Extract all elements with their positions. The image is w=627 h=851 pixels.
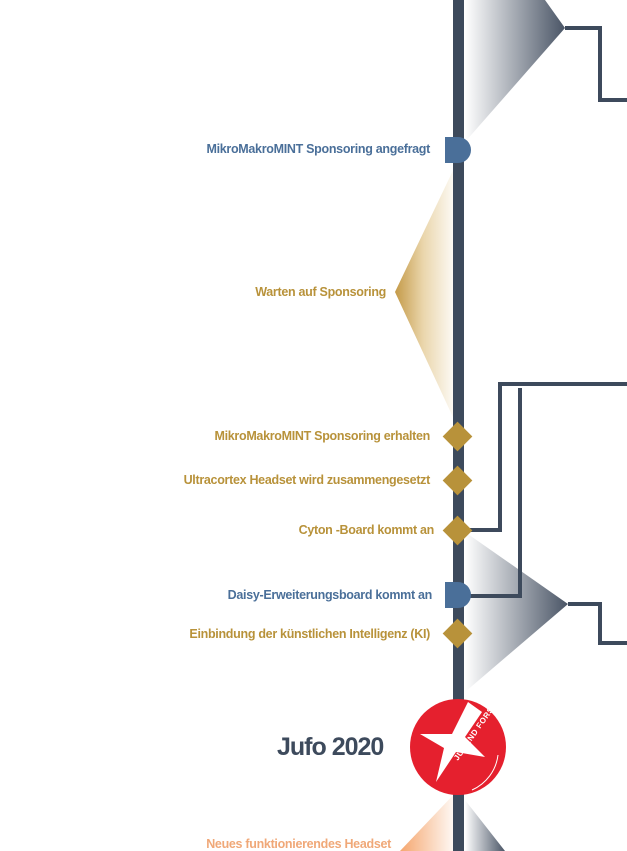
- connector-middle: [568, 602, 627, 645]
- marker-half-circle-daisy: [445, 582, 471, 608]
- grey-span-middle: [465, 532, 568, 692]
- connector-daisy: [470, 388, 522, 598]
- label-ultracortex: Ultracortex Headset wird zusammengesetzt: [183, 473, 431, 487]
- label-waiting-sponsoring: Warten auf Sponsoring: [255, 285, 386, 299]
- label-sponsoring-received: MikroMakroMINT Sponsoring erhalten: [214, 429, 430, 443]
- label-ki: Einbindung der künstlichen Intelligenz (…: [189, 627, 430, 641]
- connector-cyton: [470, 382, 627, 532]
- marker-diamond-ki: [442, 618, 473, 649]
- grey-span-top: [465, 0, 565, 142]
- grey-span-bottom: [465, 800, 505, 851]
- label-cyton: Cyton -Board kommt an: [298, 523, 435, 537]
- event-title: Jufo 2020: [277, 733, 384, 761]
- jugend-forscht-star-logo: [410, 699, 506, 795]
- label-daisy: Daisy-Erweiterungsboard kommt an: [227, 588, 433, 602]
- marker-half-circle-sponsoring-request: [445, 137, 471, 163]
- marker-diamond-cyton: [442, 515, 473, 546]
- gold-span-waiting: [395, 160, 458, 428]
- connector-top: [565, 26, 627, 102]
- marker-diamond-sponsoring-received: [442, 421, 473, 452]
- peach-span-headset: [400, 790, 458, 851]
- marker-diamond-ultracortex: [442, 465, 473, 496]
- label-new-headset: Neues funktionierendes Headset: [206, 837, 391, 851]
- label-sponsoring-request: MikroMakroMINT Sponsoring angefragt: [206, 142, 430, 156]
